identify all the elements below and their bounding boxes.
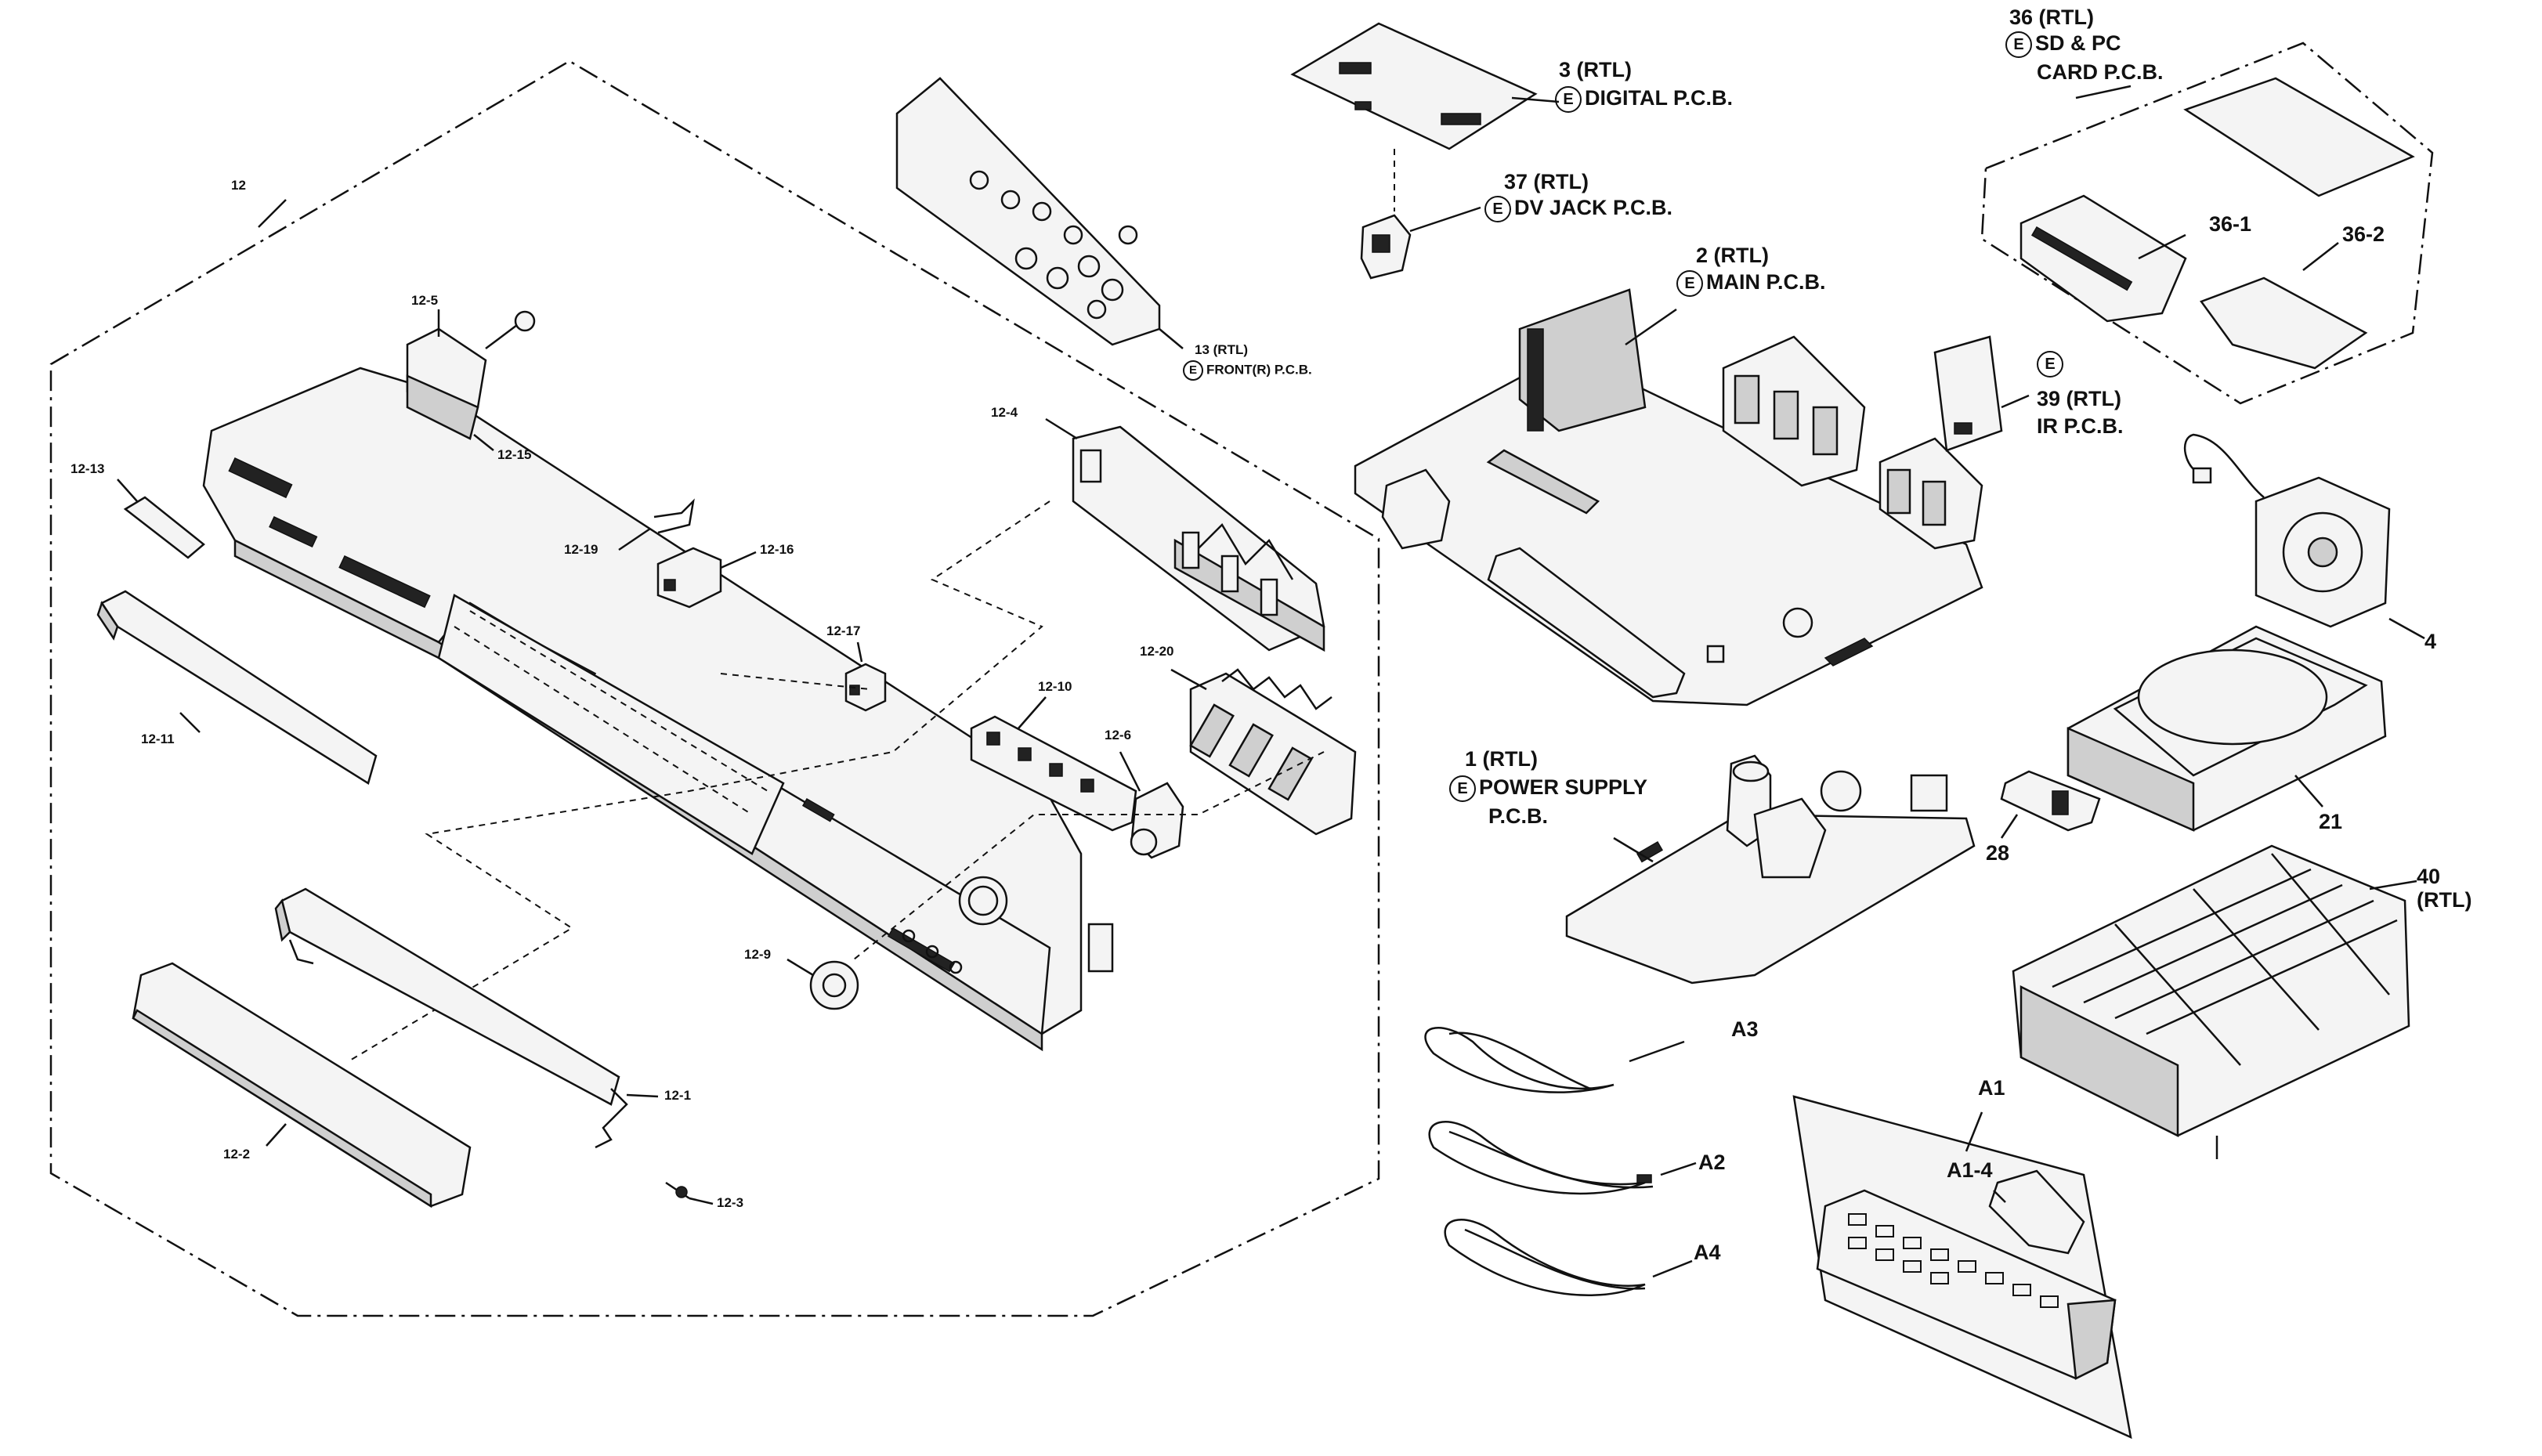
part-12-20 [1189,668,1357,836]
part-3-digital-pcb [1290,22,1538,150]
part-2-main-pcb [1354,288,1983,706]
label-12-11: 12-11 [141,732,175,746]
e-mark-36: E [2005,31,2032,58]
label-12-4: 12-4 [991,405,1018,420]
label-13-num: 13 (RTL) [1195,342,1248,357]
accessory-a1-4 [1988,1169,2085,1255]
part-40-drive [2012,844,2410,1159]
cable-a4 [1444,1219,1646,1296]
label-40-num: 40 [2417,865,2441,888]
part-39-ir-pcb [1933,335,2003,452]
label-12-16: 12-16 [760,542,794,557]
label-21: 21 [2319,810,2343,833]
cable-a2 [1428,1121,1654,1195]
part-1-power-supply-pcb [1565,754,1976,985]
label-12-9: 12-9 [744,947,772,962]
label-36-1: 36-1 [2209,212,2252,236]
e-mark-37: E [1484,196,1511,222]
front-panel-part [202,367,1114,1052]
label-a1: A1 [1978,1076,2005,1100]
part-12-17 [844,663,887,712]
label-a4: A4 [1694,1241,1721,1264]
part-36-2 [2200,276,2368,370]
front-panel-group-boundary [49,60,1380,1317]
part-12-1 [274,887,628,1149]
e-mark-1: E [1449,775,1476,802]
e-mark-13: E [1183,360,1203,381]
e-mark-2: E [1676,270,1703,297]
part-28 [2000,770,2101,832]
label-12-2: 12-2 [223,1147,251,1162]
label-40-rtl: (RTL) [2417,888,2472,912]
label-12-3: 12-3 [717,1195,744,1210]
part-21-hdd [2067,625,2387,832]
part-36-group-boundary [1980,42,2434,405]
e-mark-3: E [1555,86,1582,113]
e-mark-39: E [2037,351,2067,378]
part-12-11 [100,590,378,785]
part-12-16 [656,547,722,609]
part-12-6 [1130,782,1184,859]
part-12-9 [809,960,859,1010]
label-3-num: 3 (RTL) [1559,58,1632,81]
part-12-19 [653,498,695,534]
label-28: 28 [1986,841,2010,865]
label-1-num: 1 (RTL) [1465,747,1538,771]
label-12-5: 12-5 [411,293,439,308]
label-4: 4 [2424,630,2437,653]
label-a1-4: A1-4 [1947,1158,1993,1182]
label-36-name2: CARD P.C.B. [2037,60,2164,84]
cable-a3 [1424,1027,1615,1093]
part-12-4 [1072,425,1325,652]
label-12-15: 12-15 [497,447,532,462]
part-12-2 [132,962,472,1209]
label-36-num: 36 (RTL) [2009,5,2094,29]
label-a2: A2 [1698,1151,1726,1174]
label-12-19: 12-19 [564,542,598,557]
remote-a1 [1816,1189,2117,1380]
label-36-2: 36-2 [2342,222,2385,246]
part-13-front-pcb [895,77,1161,346]
part-12-13 [123,496,205,559]
part-4-fan [2183,433,2391,628]
part-36-sd-pc-card-pcb [2019,77,2415,323]
label-2-num: 2 (RTL) [1696,244,1769,267]
label-12-20: 12-20 [1140,644,1174,659]
label-39-name: IR P.C.B. [2037,414,2124,438]
label-37-num: 37 (RTL) [1504,170,1589,193]
label-12-1: 12-1 [664,1088,692,1103]
label-39-num: 39 (RTL) [2037,387,2121,410]
part-12-10 [970,715,1137,832]
label-12: 12 [231,178,246,193]
label-12-6: 12-6 [1105,728,1132,742]
part-12-5 [406,310,536,440]
label-1-name2: P.C.B. [1488,804,1549,828]
leader-12 [258,199,287,228]
label-a3: A3 [1731,1017,1759,1041]
label-12-10: 12-10 [1038,679,1072,694]
part-37-dv-jack-pcb [1360,214,1412,280]
label-12-17: 12-17 [826,623,861,638]
label-12-13: 12-13 [71,461,105,476]
